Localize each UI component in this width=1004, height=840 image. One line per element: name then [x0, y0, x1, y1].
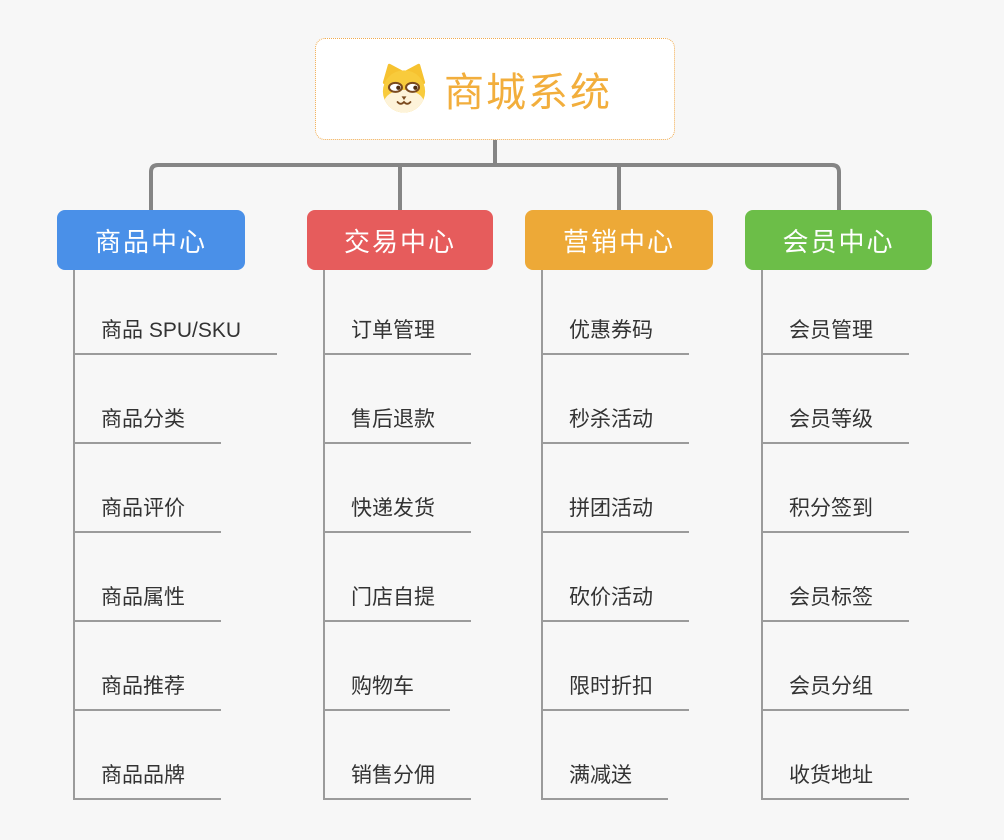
tree-item[interactable]: 商品评价 [73, 444, 277, 533]
tree-item[interactable]: 会员标签 [761, 533, 909, 622]
branch-vertical-line [761, 270, 763, 800]
tree-item-label[interactable]: 拼团活动 [541, 492, 689, 533]
tree-item-label[interactable]: 收货地址 [761, 759, 909, 800]
tree-item-label[interactable]: 会员标签 [761, 581, 909, 622]
branch-label: 会员中心 [782, 226, 895, 257]
branch-node-trade-center[interactable]: 交易中心 [307, 210, 493, 270]
tree-item-label[interactable]: 满减送 [541, 759, 668, 800]
tree-item-label[interactable]: 会员等级 [761, 403, 909, 444]
tree-item[interactable]: 商品分类 [73, 355, 277, 444]
tree-item[interactable]: 会员等级 [761, 355, 909, 444]
branch-label: 交易中心 [343, 226, 456, 257]
branch-label: 营销中心 [562, 226, 675, 257]
tree-item-label[interactable]: 优惠券码 [541, 314, 689, 355]
branch-vertical-line [541, 270, 543, 800]
tree-item[interactable]: 商品品牌 [73, 711, 277, 800]
tree-item-label[interactable]: 秒杀活动 [541, 403, 689, 444]
tree-item[interactable]: 商品 SPU/SKU [73, 266, 278, 355]
branch-items-product-center: 商品 SPU/SKU 商品分类 商品评价 商品属性 商品推荐 商品品牌 [73, 266, 278, 800]
branch-items-member-center: 会员管理 会员等级 积分签到 会员标签 会员分组 收货地址 [761, 266, 909, 800]
tree-item[interactable]: 秒杀活动 [541, 355, 689, 444]
tree-item[interactable]: 销售分佣 [323, 711, 471, 800]
tree-item[interactable]: 收货地址 [761, 711, 909, 800]
branch-vertical-line [323, 270, 325, 800]
branch-node-product-center[interactable]: 商品中心 [57, 210, 245, 270]
tree-item[interactable]: 会员分组 [761, 622, 909, 711]
tree-item[interactable]: 商品属性 [73, 533, 277, 622]
tree-item[interactable]: 砍价活动 [541, 533, 689, 622]
tree-item-label[interactable]: 积分签到 [761, 492, 909, 533]
tree-item-label[interactable]: 购物车 [323, 670, 450, 711]
tree-item[interactable]: 拼团活动 [541, 444, 689, 533]
branch-label: 商品中心 [94, 226, 207, 257]
branch-rail-line [149, 163, 841, 210]
branch-items-trade-center: 订单管理 售后退款 快递发货 门店自提 购物车 销售分佣 [323, 266, 471, 800]
tree-item-label[interactable]: 售后退款 [323, 403, 471, 444]
tree-item-label[interactable]: 订单管理 [323, 314, 471, 355]
tree-item-label[interactable]: 砍价活动 [541, 581, 689, 622]
tree-item[interactable]: 满减送 [541, 711, 689, 800]
tree-item-label[interactable]: 限时折扣 [541, 670, 689, 711]
tree-item-label[interactable]: 商品 SPU/SKU [73, 314, 278, 355]
tree-item[interactable]: 售后退款 [323, 355, 471, 444]
tree-item-label[interactable]: 商品属性 [73, 581, 221, 622]
tree-item-label[interactable]: 商品分类 [73, 403, 221, 444]
tree-item-label[interactable]: 会员分组 [761, 670, 909, 711]
tree-item[interactable]: 会员管理 [761, 266, 909, 355]
tree-item-label[interactable]: 销售分佣 [323, 759, 471, 800]
tree-item-label[interactable]: 商品推荐 [73, 670, 221, 711]
tree-item[interactable]: 限时折扣 [541, 622, 689, 711]
tree-item[interactable]: 优惠券码 [541, 266, 689, 355]
tree-item[interactable]: 快递发货 [323, 444, 471, 533]
branch-vertical-line [73, 270, 75, 800]
root-node[interactable]: 商城系统 [315, 38, 675, 140]
tree-item-label[interactable]: 商品品牌 [73, 759, 221, 800]
tree-item[interactable]: 购物车 [323, 622, 471, 711]
branch-node-member-center[interactable]: 会员中心 [745, 210, 932, 270]
tree-item[interactable]: 订单管理 [323, 266, 471, 355]
tree-item-label[interactable]: 会员管理 [761, 314, 909, 355]
shiba-dog-icon [382, 63, 426, 113]
tree-item-label[interactable]: 门店自提 [323, 581, 471, 622]
tree-item-label[interactable]: 快递发货 [323, 492, 471, 533]
tree-item-label[interactable]: 商品评价 [73, 492, 221, 533]
tree-item[interactable]: 积分签到 [761, 444, 909, 533]
branch-items-marketing-center: 优惠券码 秒杀活动 拼团活动 砍价活动 限时折扣 满减送 [541, 266, 689, 800]
tree-item[interactable]: 商品推荐 [73, 622, 277, 711]
tree-item[interactable]: 门店自提 [323, 533, 471, 622]
root-title: 商城系统 [444, 71, 612, 115]
branch-node-marketing-center[interactable]: 营销中心 [525, 210, 713, 270]
